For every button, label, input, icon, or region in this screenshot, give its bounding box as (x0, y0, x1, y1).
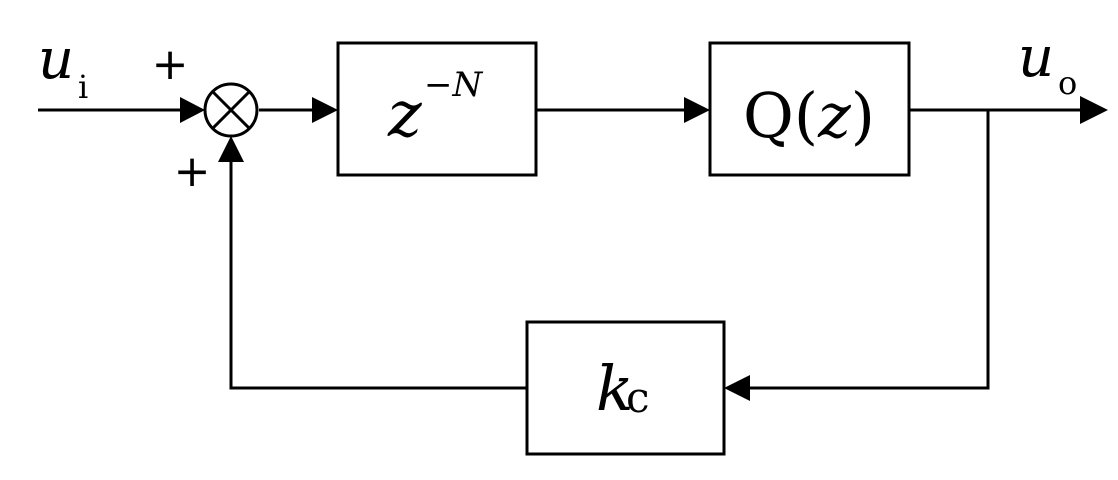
filter-suffix: ) (851, 79, 875, 152)
delay-exponent: −N (424, 65, 483, 105)
gain-to-sum-wire (229, 156, 527, 390)
input-signal-label: u i (38, 27, 92, 106)
delay-base: z (387, 78, 423, 152)
arrowhead-into-sum-bottom (218, 136, 244, 162)
filter-prefix: Q( (743, 79, 818, 152)
gain-block-label: k c (596, 352, 653, 425)
input-signal-subscript: i (78, 68, 88, 106)
delay-block (336, 41, 538, 177)
output-signal-label: u o (1018, 25, 1077, 102)
arrowhead-output (1080, 96, 1108, 124)
sum-top-sign: + (152, 39, 189, 90)
sum-bottom-sign: + (174, 146, 211, 197)
arrowhead-into-delay (312, 97, 338, 123)
arrowhead-into-gain (724, 375, 750, 401)
feedback-tap-wire (746, 110, 990, 390)
filter-variable: z (817, 79, 851, 152)
output-signal-subscript: o (1058, 64, 1077, 102)
summing-junction-cross-2 (211, 90, 251, 130)
delay-block-label: z −N (387, 65, 483, 152)
arrowhead-into-filter (684, 97, 710, 123)
input-signal-symbol: u (38, 27, 74, 92)
filter-block (708, 41, 911, 177)
gain-block (525, 320, 726, 456)
output-signal-symbol: u (1018, 25, 1054, 90)
summing-junction (203, 82, 259, 138)
gain-symbol: k (596, 352, 634, 425)
gain-subscript: c (626, 373, 650, 422)
filter-block-label: Q(z) (743, 79, 875, 152)
arrowhead-into-sum (180, 97, 205, 123)
